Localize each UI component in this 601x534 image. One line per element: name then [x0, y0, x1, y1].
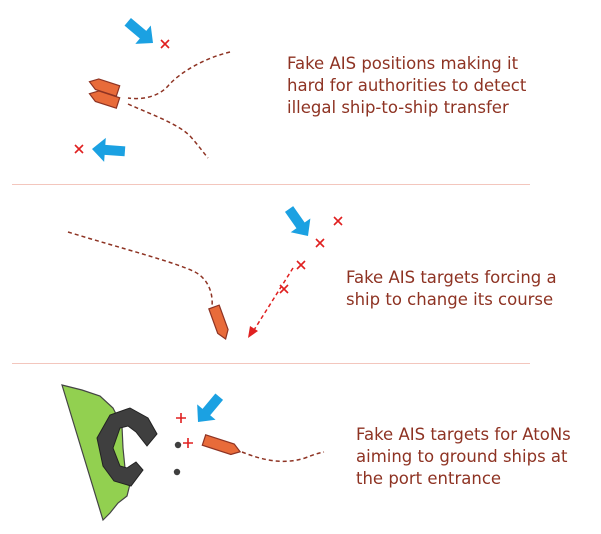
caption-aton-grounding: Fake AIS targets for AtoNs aiming to gro…	[356, 424, 571, 490]
land-icon	[61, 384, 131, 522]
buoy-icon	[173, 468, 181, 476]
ship-track	[127, 103, 209, 159]
ship-icon	[88, 90, 121, 109]
breakwater-icon	[96, 407, 158, 487]
cross-marker-icon	[315, 238, 325, 248]
course-line	[253, 267, 294, 331]
cross-marker-icon	[333, 216, 343, 226]
caption-line: Fake AIS targets forcing a	[346, 268, 557, 287]
caption-line: Fake AIS targets for AtoNs	[356, 425, 571, 444]
scenario-sts-transfer	[74, 17, 231, 162]
caption-course-change: Fake AIS targets forcing a ship to chang…	[346, 267, 557, 311]
ship-icon	[201, 434, 242, 456]
cross-marker-icon	[160, 39, 170, 49]
scenario-aton-grounding	[61, 384, 325, 522]
plus-marker-icon	[176, 413, 186, 423]
caption-line: illegal ship-to-ship transfer	[287, 98, 509, 117]
caption-sts-transfer: Fake AIS positions making it hard for au…	[287, 53, 526, 119]
arrowhead-icon	[248, 326, 258, 338]
section-divider	[12, 184, 530, 185]
scenario-course-change	[67, 206, 343, 340]
cross-marker-icon	[74, 144, 84, 154]
ship-icon	[208, 304, 229, 340]
arrow-icon	[197, 393, 224, 422]
ship-track	[241, 451, 325, 463]
caption-line: Fake AIS positions making it	[287, 54, 519, 73]
ship-track	[127, 51, 231, 100]
arrow-icon	[284, 206, 311, 236]
caption-line: hard for authorities to detect	[287, 76, 527, 95]
caption-line: aiming to ground ships at	[356, 447, 568, 466]
section-divider	[12, 363, 530, 364]
cross-marker-icon	[279, 284, 289, 294]
caption-line: ship to change its course	[346, 290, 554, 309]
arrow-icon	[124, 17, 153, 44]
plus-marker-icon	[183, 438, 193, 448]
buoy-icon	[174, 441, 182, 449]
ship-track	[67, 231, 213, 307]
caption-line: the port entrance	[356, 469, 502, 488]
arrow-icon	[92, 137, 126, 162]
cross-marker-icon	[296, 260, 306, 270]
